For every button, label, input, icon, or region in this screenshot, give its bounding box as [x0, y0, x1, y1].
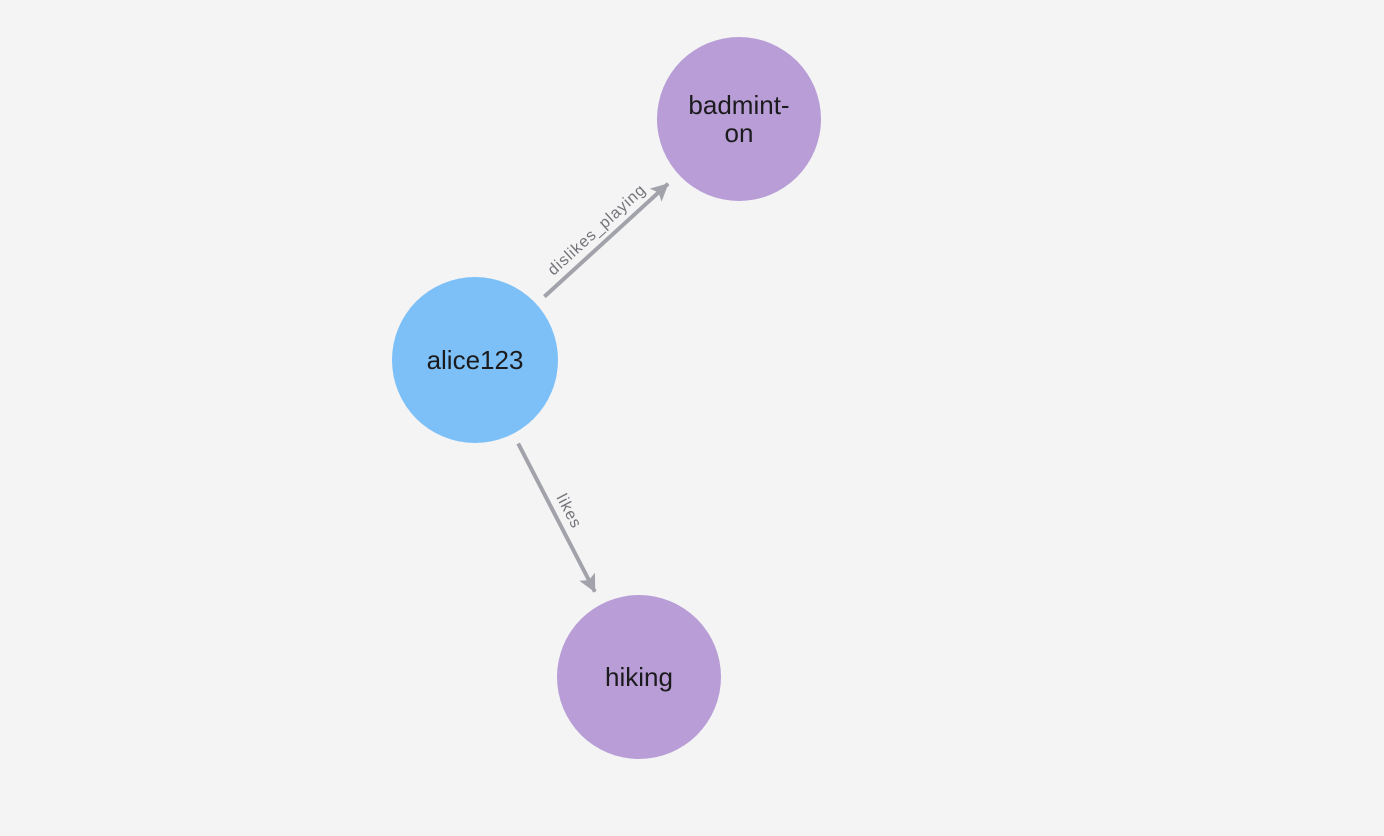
node-label: alice123: [427, 345, 524, 375]
nodes-layer: alice123 badmint-on hiking: [392, 37, 821, 759]
node-circle[interactable]: [557, 595, 721, 759]
node-label: hiking: [605, 662, 673, 692]
node-circle[interactable]: [657, 37, 821, 201]
graph-node-badminton[interactable]: badmint-on: [657, 37, 821, 201]
node-label: badmint-on: [688, 90, 789, 148]
edge-line[interactable]: [543, 182, 670, 299]
node-circle[interactable]: [392, 277, 558, 443]
edge-label[interactable]: dislikes_playing: [545, 181, 650, 279]
graph-node-hiking[interactable]: hiking: [557, 595, 721, 759]
edge-line[interactable]: [516, 442, 597, 593]
graph-edge-likes[interactable]: likes: [516, 442, 597, 593]
edge-label[interactable]: likes: [553, 491, 585, 531]
graph-node-alice123[interactable]: alice123: [392, 277, 558, 443]
graph-edge-dislikes_playing[interactable]: dislikes_playing: [543, 181, 670, 299]
